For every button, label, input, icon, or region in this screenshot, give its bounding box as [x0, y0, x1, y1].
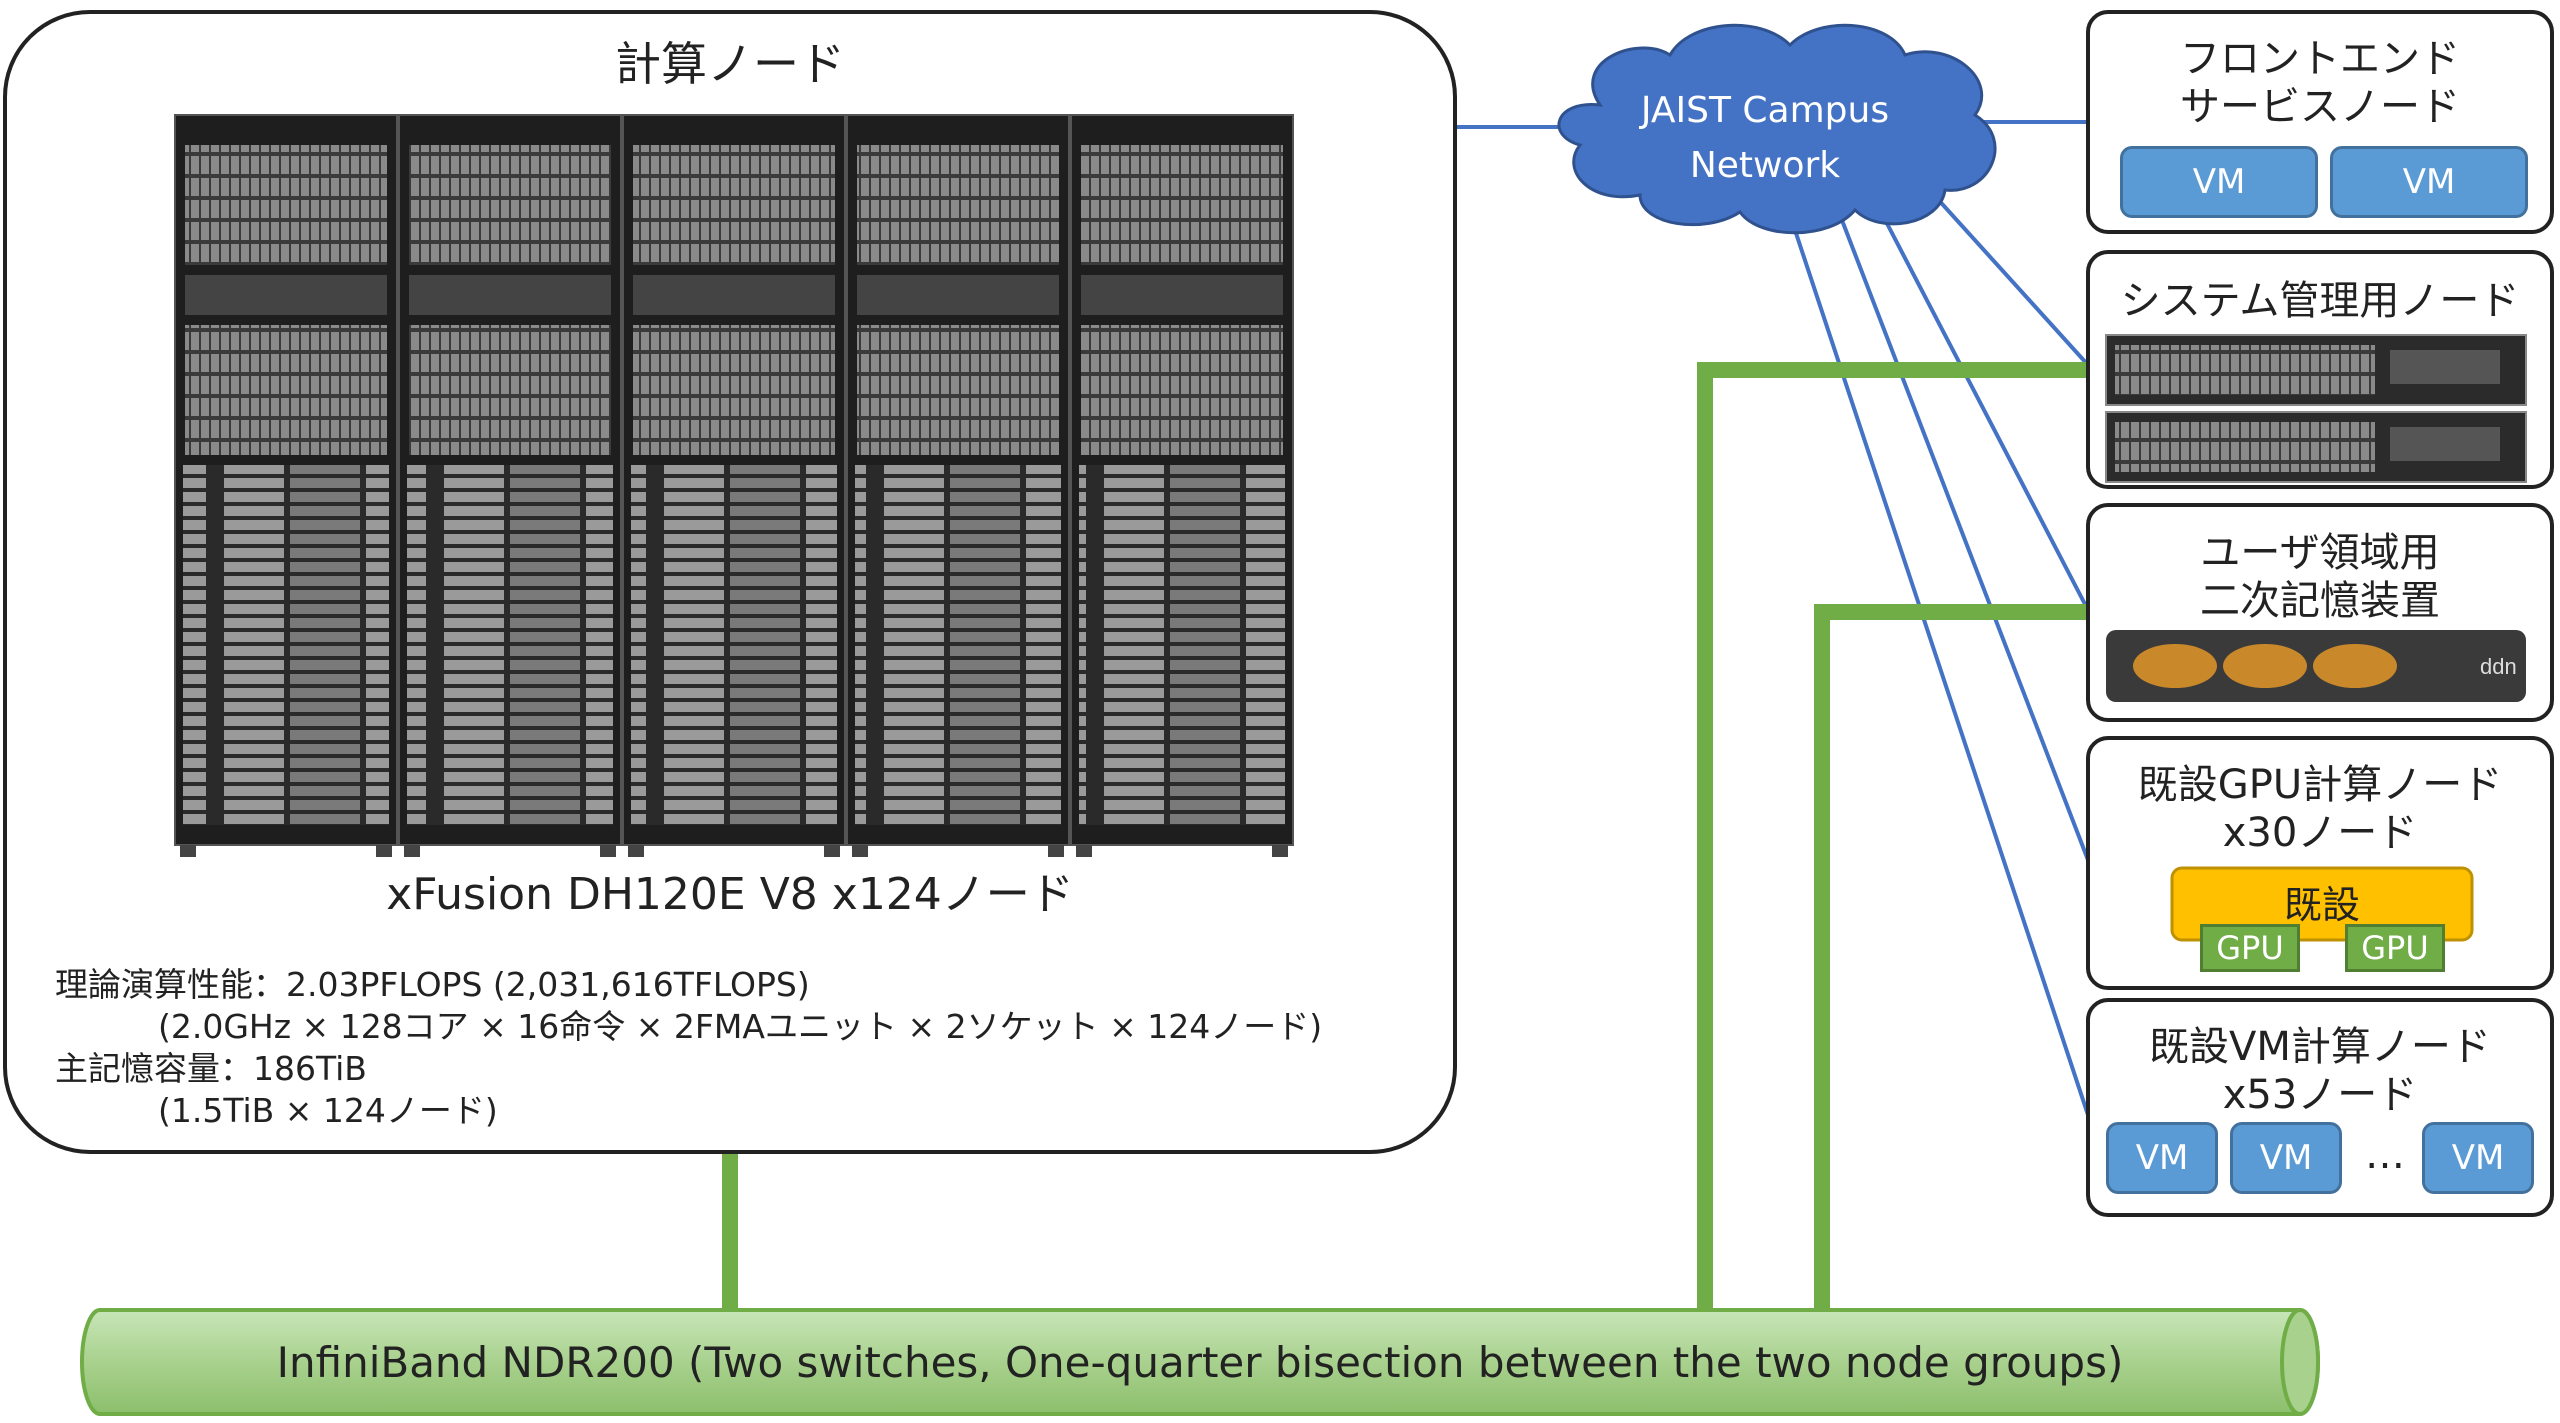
- campus-network-label-1: JAIST Campus: [1640, 90, 1890, 131]
- gpu-chip-body: [2170, 866, 2474, 942]
- gpu-nodes-title-1: 既設GPU計算ノード: [2137, 762, 2503, 808]
- campus-network-cloud: [1557, 23, 1997, 235]
- vm-node-vm-1: VM: [2106, 1122, 2218, 1194]
- ddn-logo: ddn: [2480, 654, 2517, 679]
- rack-cabinet: [622, 114, 846, 857]
- infiniband-label: InfiniBand NDR200 (Two switches, One-qua…: [276, 1338, 2124, 1387]
- mgmt-title: システム管理用ノード: [2120, 278, 2520, 324]
- compute-racks: [174, 114, 1294, 857]
- storage-title-1: ユーザ領域用: [2200, 530, 2440, 576]
- frontend-title-2: サービスノード: [2180, 84, 2460, 130]
- link-network-gpu: [1838, 214, 2090, 861]
- campus-network-label-2: Network: [1689, 145, 1841, 186]
- compute-spec-mem: 主記憶容量：186TiB: [55, 1049, 367, 1088]
- vm-node-ellipsis: …: [2365, 1132, 2405, 1178]
- gpu-badge-2: GPU: [2345, 924, 2445, 972]
- vm-node-vm-3: VM: [2422, 1122, 2534, 1194]
- frontend-title-1: フロントエンド: [2180, 36, 2460, 82]
- vm-node-vm-2: VM: [2230, 1122, 2342, 1194]
- infiniband-links: [722, 362, 2088, 1310]
- rack-cabinet: [1070, 114, 1294, 857]
- compute-title: 計算ノード: [615, 37, 845, 91]
- gpu-nodes-title-2: x30ノード: [2222, 810, 2418, 856]
- storage-title-2: 二次記憶装置: [2200, 578, 2440, 624]
- frontend-vm-2: VM: [2330, 146, 2528, 218]
- mgmt-servers-image: [2105, 334, 2527, 483]
- vm-nodes-title-2: x53ノード: [2222, 1072, 2418, 1118]
- rack-cabinet: [174, 114, 398, 857]
- ib-link-storage: [1814, 604, 2088, 1310]
- vm-nodes-title-1: 既設VM計算ノード: [2149, 1024, 2491, 1070]
- compute-model: xFusion DH120E V8 x124ノード: [386, 869, 1074, 920]
- rack-cabinet: [398, 114, 622, 857]
- storage-appliance-image: ddn: [2106, 630, 2526, 702]
- ib-link-mgmt: [1697, 362, 2088, 1310]
- frontend-vm-1: VM: [2120, 146, 2318, 218]
- gpu-chip-label: 既設: [2283, 883, 2360, 927]
- compute-spec-perf-detail: (2.0GHz × 128コア × 16命令 × 2FMAユニット × 2ソケッ…: [158, 1007, 1323, 1046]
- link-network-mgmt: [1923, 183, 2090, 367]
- gpu-badge-1: GPU: [2200, 924, 2300, 972]
- compute-spec-perf: 理論演算性能：2.03PFLOPS (2,031,616TFLOPS): [55, 965, 810, 1004]
- link-network-vm: [1788, 214, 2090, 1116]
- rack-cabinet: [846, 114, 1070, 857]
- compute-spec-mem-detail: (1.5TiB × 124ノード): [158, 1091, 498, 1130]
- link-network-storage: [1878, 209, 2090, 611]
- infiniband-tube: [80, 1308, 2320, 1416]
